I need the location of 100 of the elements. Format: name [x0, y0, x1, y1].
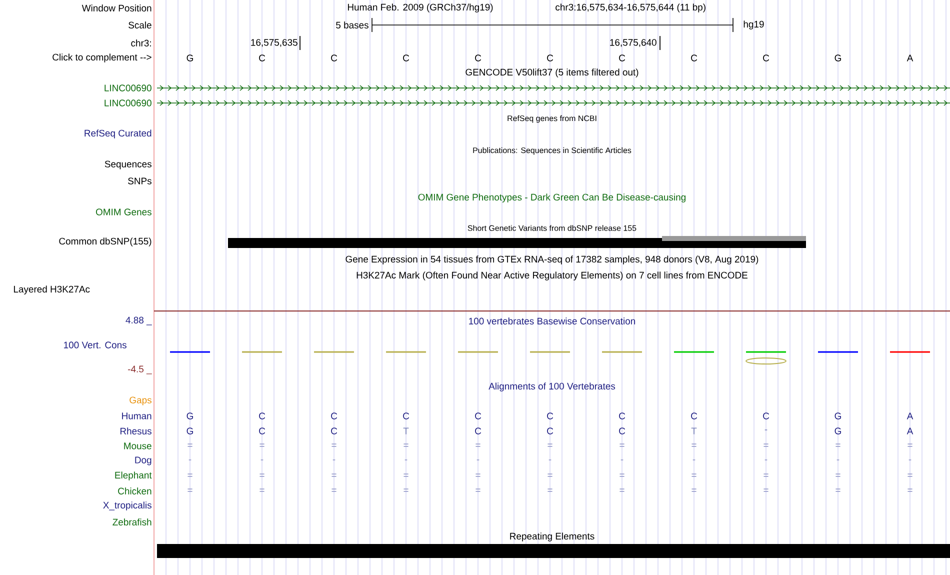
track-label: Sequences [104, 160, 152, 170]
header-label: chr3: [131, 40, 151, 46]
track-label: Common dbSNP(155) [59, 238, 152, 246]
alignment-letter: = [188, 488, 192, 492]
base-letter: C [403, 54, 410, 62]
header-label: Scale [128, 22, 152, 28]
alignment-letter: = [404, 474, 408, 477]
species-label: Zebrafish [112, 518, 152, 526]
alignment-letter: C [403, 412, 410, 420]
alignment-letter: C [331, 428, 338, 434]
header-label: Click to complement --> [52, 54, 152, 62]
species-label: Chicken [118, 488, 152, 494]
alignment-letter: = [188, 474, 192, 477]
track-label: LINC00690 [104, 100, 152, 106]
alignment-letter: = [260, 488, 264, 492]
alignment-letter: C [547, 428, 554, 434]
base-letter: C [619, 54, 626, 62]
base-letter: C [475, 54, 482, 62]
track-label: Layered H3K27Ac [14, 286, 90, 294]
alignment-letter: C [619, 428, 626, 434]
alignment-letter: = [620, 444, 624, 447]
alignment-letter: C [475, 412, 482, 420]
alignment-letter: = [764, 488, 768, 492]
track-label: Gaps [130, 396, 152, 406]
alignment-letter: = [188, 444, 192, 447]
alignment-letter: C [475, 428, 482, 434]
track-label: 100 Vert. Cons [64, 342, 126, 348]
alignment-letter: = [404, 444, 408, 447]
axis-value: 4.88 _ [126, 316, 152, 326]
alignment-letter: = [620, 488, 624, 492]
base-letter: C [259, 54, 266, 62]
alignment-letter: = [260, 444, 264, 447]
alignment-letter: = [332, 444, 336, 447]
alignment-letter: A [906, 428, 914, 434]
track-title: 100 vertebrates Basewise Conservation [469, 318, 636, 324]
species-label: Dog [135, 456, 152, 466]
alignment-letter: = [764, 474, 768, 477]
alignment-letter: = [476, 488, 480, 492]
base-letter: C [691, 54, 698, 62]
alignment-letter: C [547, 412, 554, 420]
species-label: Mouse [124, 442, 152, 450]
alignment-letter: = [332, 474, 336, 477]
species-label: Elephant [115, 472, 152, 480]
alignment-letter: C [691, 412, 698, 420]
track-label: LINC00690 [104, 84, 152, 92]
base-letter: C [763, 54, 770, 62]
scale-label: 5 bases [336, 22, 368, 28]
position-label: 16,575,635 [251, 39, 298, 47]
base-letter: C [331, 54, 338, 62]
header-text: Human Feb. 2009 (GRCh37/hg19) [348, 4, 493, 12]
alignment-letter: T [403, 428, 409, 434]
track-title: OMIM Gene Phenotypes - Dark Green Can Be Disease-causing [418, 194, 686, 202]
alignment-letter: = [908, 474, 912, 477]
base-letter: G [834, 54, 841, 62]
track-title: Repeating Elements [510, 532, 594, 542]
track-title: Alignments of 100 Vertebrates [488, 382, 616, 392]
alignment-letter: A [906, 412, 914, 420]
alignment-letter: = [836, 444, 840, 447]
alignment-letter: C [259, 428, 266, 434]
alignment-letter: = [908, 444, 912, 447]
track-label: RefSeq Curated [84, 130, 152, 138]
position-label: 16,575,640 [610, 39, 656, 47]
base-letter: A [906, 54, 914, 62]
track-title: GENCODE V50lift37 (5 items filtered out) [466, 68, 638, 78]
alignment-letter: = [692, 474, 696, 477]
alignment-letter: = [548, 488, 552, 492]
alignment-letter: = [476, 444, 480, 447]
alignment-letter: C [619, 412, 626, 420]
alignment-letter: = [836, 474, 840, 477]
axis-value: -4.5 _ [128, 366, 152, 374]
header-text: chr3:16,575,634-16,575,644 (11 bp) [556, 4, 706, 12]
species-label: Rhesus [120, 428, 152, 434]
alignment-letter: = [764, 444, 768, 447]
alignment-letter: = [548, 474, 552, 477]
track-title: Gene Expression in 54 tissues from GTEx RNA-seq of 17382 samples, 948 donors (V8, Aug 2019) [346, 256, 758, 264]
track-label: OMIM Genes [96, 208, 152, 216]
alignment-letter: G [186, 428, 193, 434]
alignment-letter: = [332, 488, 336, 492]
alignment-letter: = [836, 488, 840, 492]
alignment-letter: T [691, 428, 697, 434]
track-label: SNPs [128, 178, 152, 184]
header-label: Window Position [82, 4, 152, 12]
base-letter: G [186, 54, 193, 62]
alignment-letter: = [908, 488, 912, 492]
alignment-letter: G [834, 412, 841, 420]
track-title: H3K27Ac Mark (Often Found Near Active Regulatory Elements) on 7 cell lines from ENCODE [356, 272, 748, 280]
alignment-letter: = [620, 474, 624, 477]
species-label: Human [122, 412, 152, 420]
alignment-letter: C [259, 412, 266, 420]
alignment-letter: = [692, 488, 696, 492]
alignment-letter: = [404, 488, 408, 492]
alignment-letter: = [548, 444, 552, 447]
alignment-letter: C [331, 412, 338, 420]
base-letter: C [547, 54, 554, 62]
scale-label: hg19 [744, 20, 764, 30]
alignment-letter: G [834, 428, 841, 434]
alignment-letter: = [692, 444, 696, 447]
alignment-letter: C [763, 412, 770, 420]
alignment-letter: = [260, 474, 264, 477]
alignment-letter: = [476, 474, 480, 477]
